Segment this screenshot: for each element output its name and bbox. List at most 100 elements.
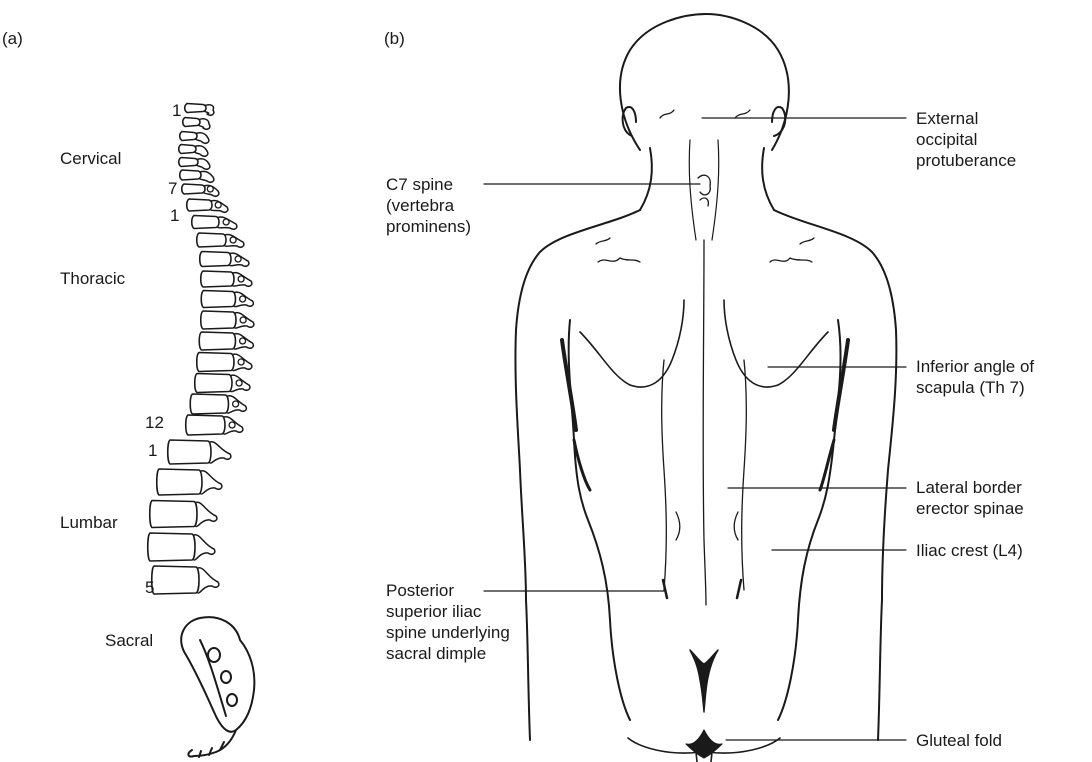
region-label-lumbar: Lumbar [60,512,118,533]
vertebral-arch [235,292,254,307]
rib-facet [230,237,236,243]
vertebral-body [182,184,205,194]
vertebral-arch [197,159,210,169]
callout-inferior-angle-scapula: Inferior angle of scapula (Th 7) [916,356,1034,398]
erector-spinae-left [662,360,667,590]
vertebral-body [150,501,197,528]
vertebral-body [197,233,226,247]
vertebra-number-c7: 7 [168,178,177,199]
vertebral-body [187,199,212,211]
hair-mark [660,110,674,118]
panel-a-label: (a) [2,28,23,49]
vertebral-arch [194,535,215,560]
vertebral-body [195,374,232,393]
left-scapula [580,300,684,387]
neck-right [762,148,774,210]
head-outline [620,14,789,150]
vertebral-body [197,353,234,372]
vertebral-body [200,252,231,267]
neck-left [640,148,652,210]
vertebral-body [148,533,195,561]
vertebral-arch [231,375,250,391]
lumbar-mark [734,512,738,540]
sacral-foramen [208,648,220,662]
vertebra-number-l5: 5 [145,577,154,598]
left-flank [569,320,630,720]
rib-facet [240,317,246,323]
sacral-crest [200,640,226,716]
rib-facet [235,256,241,262]
vertebral-arch [230,253,249,266]
c7-prominence-lower [700,198,708,206]
vertebra-number-l1: 1 [148,440,157,461]
sacral-dimple-right [737,580,741,598]
vertebral-body [185,104,206,113]
vertebral-body [179,158,198,167]
neck-muscle-right [712,140,719,240]
rib-facet [238,359,244,365]
vertebral-arch [198,568,219,593]
vertebral-arch [233,354,252,370]
gluteal-fold-mark [686,730,722,758]
vertebral-body [201,291,235,308]
trapezius-mark [800,238,814,244]
vertebral-arch [195,146,208,156]
vertebral-body [179,145,196,154]
vertebral-arch [201,471,222,494]
coccyx [188,730,236,757]
right-shoulder [774,210,896,740]
callout-posterior-superior-iliac-spine: Posterior superior iliac spine underlyin… [386,580,510,664]
rib-facet [236,380,242,386]
rib-facet [240,296,246,302]
vertebral-arch [233,273,252,287]
vertebra-number-c1: 1 [172,100,181,121]
erector-spinae-right [742,360,747,590]
callout-external-occipital-protuberance: External occipital protuberance [916,108,1016,171]
neck-muscle-left [689,140,696,240]
vertebral-arch [200,171,214,182]
sacrum [181,617,254,732]
region-label-thoracic: Thoracic [60,268,125,289]
region-label-cervical: Cervical [60,148,121,169]
vertebral-column [148,104,254,595]
region-label-sacral: Sacral [105,630,153,651]
right-scapula [724,300,828,387]
vertebral-body [190,394,228,414]
vertebral-body [199,332,235,350]
panel-b-label: (b) [384,28,405,49]
vertebral-arch [204,185,219,196]
sacral-foramen [221,671,231,683]
rib-facet [223,219,229,225]
vertebral-body [183,118,200,127]
right-ear [772,107,785,136]
trapezius-mark [596,238,610,244]
vertebral-arch [228,396,247,413]
vertebral-body [192,216,219,229]
vertebral-arch [196,502,217,526]
rib-facet [215,202,221,208]
callout-iliac-crest: Iliac crest (L4) [916,540,1023,561]
vertebral-arch [224,417,243,434]
lumbar-mark [676,512,680,540]
vertebral-arch [225,235,244,248]
rib-facet [233,401,239,407]
vertebral-arch [196,133,209,143]
right-flank [778,320,841,720]
vertebral-body [201,271,234,287]
leg-line [696,752,697,762]
vertebral-arch [199,119,210,129]
vertebra-number-t1: 1 [170,205,179,226]
vertebral-arch [235,313,254,329]
vertebral-arch [210,442,231,463]
callout-gluteal-fold: Gluteal fold [916,730,1002,751]
vertebral-body [180,132,197,141]
spinal-furrow [703,240,706,605]
vertebral-body [186,415,225,435]
vertebral-body [180,170,201,180]
callout-lateral-border-erector-spinae: Lateral border erector spinae [916,477,1024,519]
vertebral-body [157,469,202,495]
rib-facet [240,338,246,344]
vertebral-body [168,440,211,464]
trapezius-mark [770,258,812,262]
